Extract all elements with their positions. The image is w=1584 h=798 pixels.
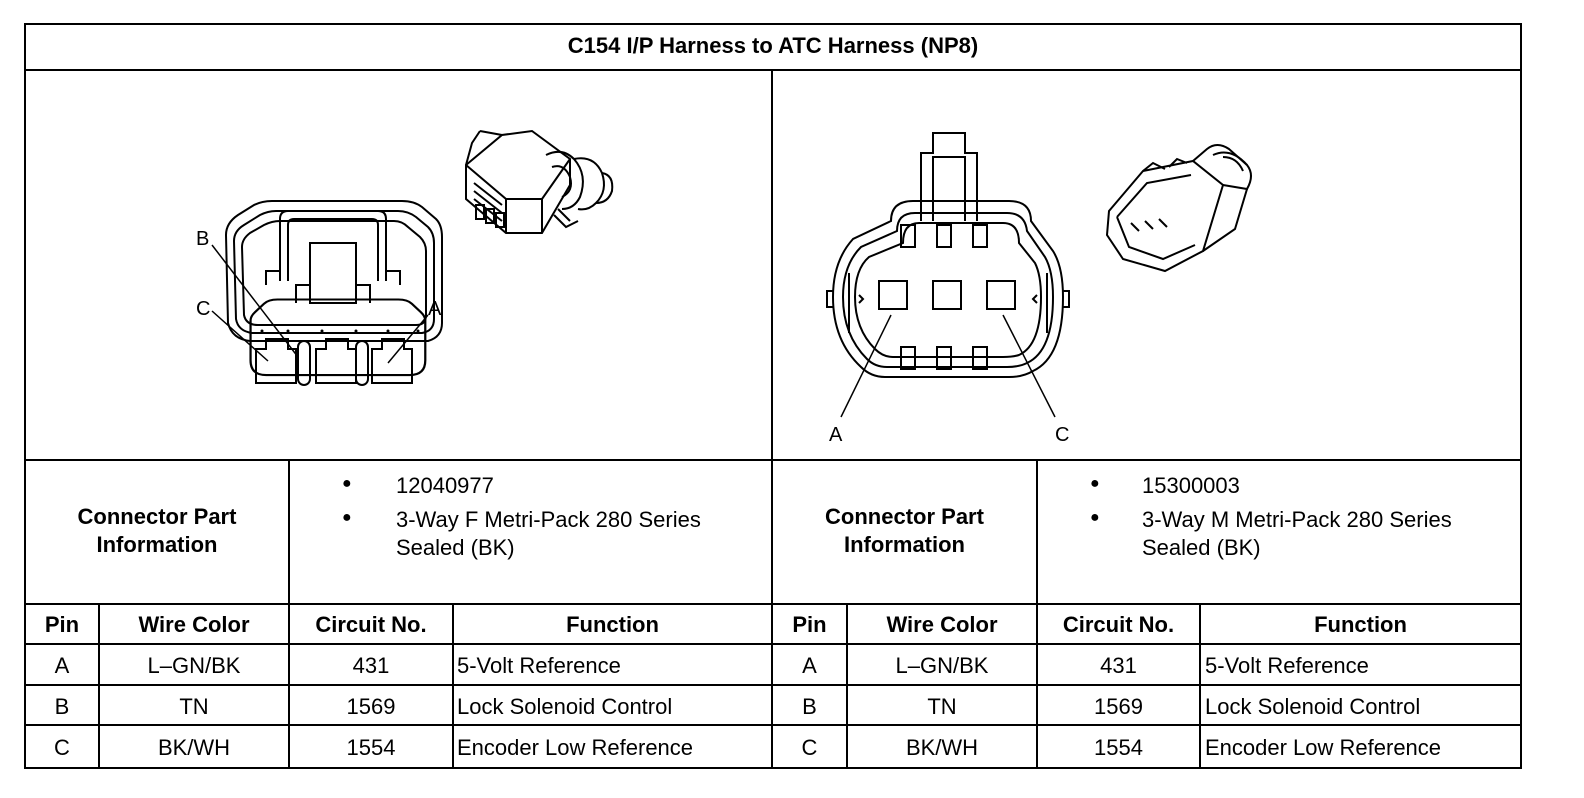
connector-part-label-line2: Information	[96, 532, 218, 557]
description-left-line2: Sealed (BK)	[396, 535, 515, 560]
pin-label-c: C	[196, 298, 210, 320]
rule-right-info	[1036, 459, 1038, 769]
rule-left-func	[452, 603, 454, 769]
part-number-right: 15300003	[1142, 473, 1240, 498]
pin-label-a: A	[829, 424, 843, 446]
header-wire-color: Wire Color	[138, 612, 250, 637]
row-c-circuit: 1554	[346, 735, 396, 760]
row-c-wire-color: BK/WH	[157, 735, 231, 760]
row-b-circuit: 1569	[1094, 694, 1143, 719]
row-b-function: Lock Solenoid Control	[457, 694, 673, 719]
row-a-circuit: 431	[1100, 653, 1137, 678]
male-connector-face-view: A C	[826, 132, 1252, 446]
row-a-wire-color: L–GN/BK	[895, 653, 989, 678]
rule-diagrams	[26, 459, 1520, 461]
female-connector-iso-icon	[465, 129, 614, 234]
description-right-line1: 3-Way M Metri-Pack 280 Series	[1142, 507, 1452, 532]
connector-part-label-line2: Information	[844, 532, 965, 557]
row-b-pin: B	[54, 694, 70, 719]
rule-center	[771, 69, 773, 769]
rule-left-info	[288, 459, 290, 769]
description-right-line2: Sealed (BK)	[1142, 535, 1261, 560]
bullet: ●	[1090, 509, 1100, 526]
row-c-function: Encoder Low Reference	[457, 735, 694, 760]
part-number-left: 12040977	[396, 473, 494, 498]
row-c-wire-color: BK/WH	[905, 735, 979, 760]
row-a-pin: A	[802, 653, 817, 678]
header-circuit-no: Circuit No.	[315, 612, 427, 637]
rule-title	[26, 69, 1520, 71]
row-b-function: Lock Solenoid Control	[1205, 694, 1421, 719]
row-a-function: 5-Volt Reference	[457, 653, 621, 678]
bullet: ●	[1090, 475, 1100, 492]
header-circuit-no: Circuit No.	[1062, 612, 1175, 637]
row-b-pin: B	[802, 694, 817, 719]
rule-row-b	[26, 724, 1520, 726]
header-pin: Pin	[44, 612, 80, 637]
bullet: ●	[342, 475, 352, 492]
rule-left-pin	[98, 603, 100, 769]
header-pin: Pin	[792, 612, 827, 637]
header-function: Function	[1314, 612, 1407, 637]
connector-end-view-table: C154 I/P Harness to ATC Harness (NP8)	[24, 23, 1522, 769]
row-a-wire-color: L–GN/BK	[147, 653, 241, 678]
connector-part-label-line1: Connector Part	[77, 504, 237, 529]
row-a-pin: A	[54, 653, 70, 678]
row-b-wire-color: TN	[927, 694, 957, 719]
pin-label-b: B	[196, 228, 209, 250]
row-c-circuit: 1554	[1094, 735, 1143, 760]
connector-part-label-line1: Connector Part	[825, 504, 984, 529]
header-function: Function	[566, 612, 659, 637]
bullet: ●	[342, 509, 352, 526]
row-b-wire-color: TN	[179, 694, 209, 719]
female-connector-face-view: B C A	[196, 129, 614, 386]
rule-right-func	[1199, 603, 1201, 769]
rule-headers	[26, 643, 1520, 645]
row-b-circuit: 1569	[346, 694, 396, 719]
header-wire-color: Wire Color	[886, 612, 998, 637]
description-left-line1: 3-Way F Metri-Pack 280 Series	[396, 507, 701, 532]
pin-label-c: C	[1055, 424, 1069, 446]
row-c-pin: C	[801, 735, 818, 760]
row-a-circuit: 431	[352, 653, 390, 678]
diagram-title: C154 I/P Harness to ATC Harness (NP8)	[567, 33, 979, 58]
row-c-pin: C	[54, 735, 70, 760]
rule-row-a	[26, 684, 1520, 686]
connector-part-info-label-right: Connector Part Information	[773, 503, 1036, 559]
row-a-function: 5-Volt Reference	[1205, 653, 1369, 678]
rule-part-info	[26, 603, 1520, 605]
row-c-function: Encoder Low Reference	[1205, 735, 1442, 760]
pin-label-a: A	[428, 298, 442, 320]
connector-part-info-label-left: Connector Part Information	[26, 503, 288, 559]
male-connector-iso-icon	[1105, 144, 1252, 273]
rule-right-pin	[846, 603, 848, 769]
